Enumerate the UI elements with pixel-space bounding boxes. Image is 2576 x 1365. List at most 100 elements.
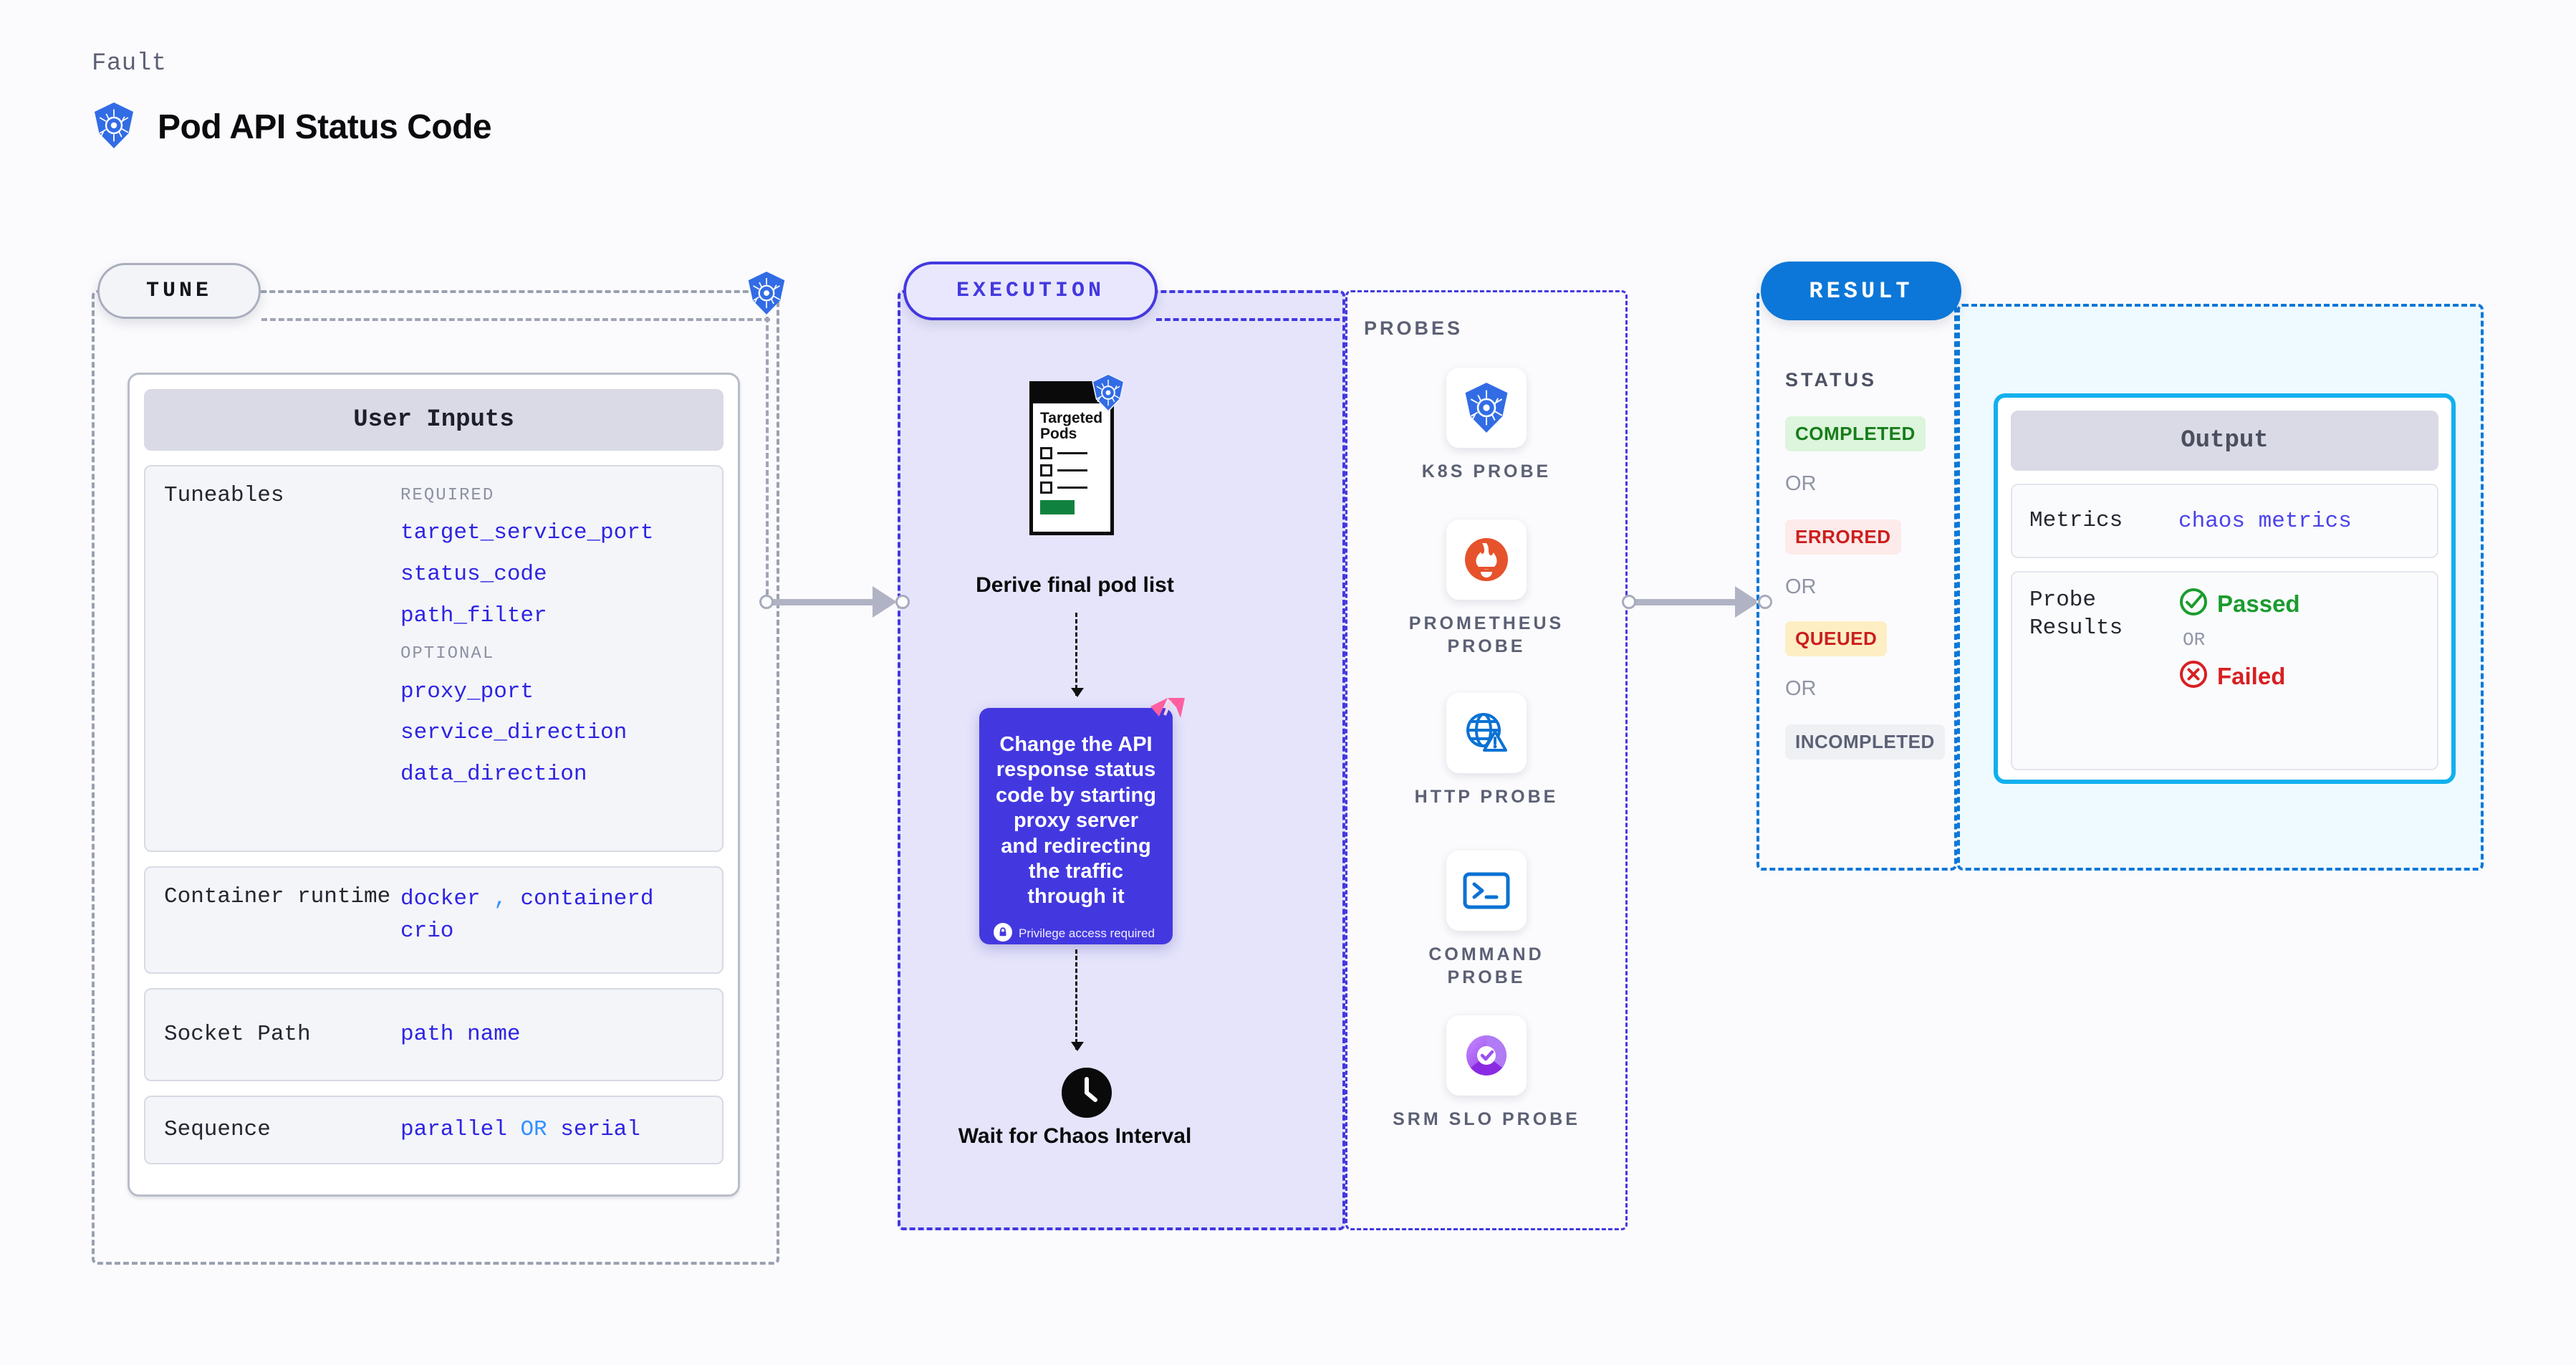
metrics-value[interactable]: chaos metrics xyxy=(2178,508,2352,534)
socket-path-label: Socket Path xyxy=(164,1021,311,1047)
failed-label: Failed xyxy=(2217,662,2286,689)
connector-dot-right xyxy=(895,595,910,609)
execution-pill[interactable]: EXECUTION xyxy=(903,262,1158,320)
runtime-separator: , xyxy=(494,886,507,911)
connector-bar xyxy=(1635,598,1738,605)
privilege-note: Privilege access required xyxy=(994,922,1158,945)
probe-results-row: Probe Results Passed OR Failed xyxy=(2011,571,2438,770)
tuneable-target-service-port[interactable]: target_service_port xyxy=(400,520,654,546)
title-row: Pod API Status Code xyxy=(92,102,492,153)
harness-icon xyxy=(1149,696,1186,734)
derive-final-pod-list-caption: Derive final pod list xyxy=(976,573,1174,597)
execution-dashed-connector xyxy=(1156,318,1348,321)
probe-results-label: Probe Results xyxy=(2029,588,2123,641)
status-badge-queued: QUEUED xyxy=(1785,621,1888,656)
metrics-label: Metrics xyxy=(2029,507,2123,533)
clock-icon xyxy=(1062,1068,1112,1121)
probe-prometheus[interactable]: PROMETHEUS PROBE xyxy=(1386,519,1587,658)
probe-results-values: Passed OR Failed xyxy=(2178,587,2300,693)
tuneables-values: REQUIRED target_service_port status_code… xyxy=(400,482,653,792)
probe-label: SRM SLO PROBE xyxy=(1393,1109,1580,1129)
user-inputs-title: User Inputs xyxy=(144,389,724,451)
socket-path-values: path name xyxy=(400,1017,520,1053)
runtime-containerd[interactable]: containerd xyxy=(520,886,654,911)
tune-pill[interactable]: TUNE xyxy=(97,263,261,319)
result-panel-border xyxy=(1756,290,1957,871)
lock-icon xyxy=(994,922,1012,945)
status-badge-incompleted: INCOMPLETED xyxy=(1785,724,1945,760)
srm-slo-donut-icon xyxy=(1446,1015,1527,1096)
result-pill[interactable]: RESULT xyxy=(1761,262,1961,320)
tune-dashed-connector xyxy=(261,318,770,321)
probe-result-failed: Failed xyxy=(2178,659,2300,693)
status-badge-errored: ERRORED xyxy=(1785,519,1901,555)
tuneable-data-direction[interactable]: data_direction xyxy=(400,761,587,787)
probe-results-or: OR xyxy=(2183,629,2206,651)
probe-http[interactable]: HTTP PROBE xyxy=(1386,693,1587,808)
status-or-2: OR xyxy=(1785,575,1817,598)
container-runtime-row: Container runtime docker , containerd cr… xyxy=(144,866,724,974)
targeted-pods-graphic: Targeted Pods xyxy=(1029,373,1125,535)
fault-eyebrow: Fault xyxy=(92,50,167,77)
targeted-pods-card: Targeted Pods xyxy=(1029,373,1125,535)
tuneable-service-direction[interactable]: service_direction xyxy=(400,720,628,746)
sequence-parallel[interactable]: parallel xyxy=(400,1117,507,1143)
socket-path-value[interactable]: path name xyxy=(400,1022,521,1048)
tune-vertical-dash xyxy=(766,317,769,603)
socket-path-row: Socket Path path name xyxy=(144,988,724,1081)
targeted-pods-item xyxy=(1040,482,1103,494)
status-badge-completed: COMPLETED xyxy=(1785,416,1926,451)
runtime-crio[interactable]: crio xyxy=(400,918,454,944)
tuneable-path-filter[interactable]: path_filter xyxy=(400,603,547,628)
page-title: Pod API Status Code xyxy=(158,108,492,146)
check-circle-icon xyxy=(2178,587,2209,621)
privilege-note-text: Privilege access required xyxy=(1019,926,1155,941)
probe-label: K8S PROBE xyxy=(1421,461,1552,482)
kubernetes-icon xyxy=(1446,368,1527,448)
list-line xyxy=(1057,469,1087,472)
probe-command[interactable]: COMMAND PROBE xyxy=(1386,851,1587,989)
optional-tag: OPTIONAL xyxy=(400,644,495,664)
tuneables-label: Tuneables xyxy=(164,483,284,508)
connector-arrowhead xyxy=(1735,586,1759,618)
probe-label: HTTP PROBE xyxy=(1414,787,1559,807)
container-runtime-values: docker , containerd crio xyxy=(400,883,653,948)
probe-srm-slo[interactable]: SRM SLO PROBE xyxy=(1386,1015,1587,1131)
output-card: Output Metrics chaos metrics Probe Resul… xyxy=(1994,393,2456,784)
probe-label: COMMAND PROBE xyxy=(1428,944,1544,987)
sequence-or: OR xyxy=(520,1117,547,1143)
progress-bar-green xyxy=(1040,500,1075,515)
tuneable-proxy-port[interactable]: proxy_port xyxy=(400,679,534,704)
http-globe-warning-icon xyxy=(1446,693,1527,773)
probes-panel: PROBES K8S PROBE PROMETHEUS PROBE HTTP P… xyxy=(1345,290,1628,1230)
probe-result-passed: Passed xyxy=(2178,587,2300,621)
connector-execution-to-result xyxy=(1622,586,1772,618)
output-card-title: Output xyxy=(2011,411,2438,471)
status-title: STATUS xyxy=(1785,369,1877,391)
probe-label: PROMETHEUS PROBE xyxy=(1408,613,1565,656)
prometheus-icon xyxy=(1446,519,1527,600)
connector-dot-right xyxy=(1758,595,1772,609)
sequence-values: parallel OR serial xyxy=(400,1112,640,1148)
terminal-icon xyxy=(1446,851,1527,931)
sequence-label: Sequence xyxy=(164,1116,271,1142)
sequence-serial[interactable]: serial xyxy=(560,1117,640,1143)
arrow-derive-to-action xyxy=(1071,613,1084,697)
connector-arrowhead xyxy=(873,586,897,618)
targeted-pods-body: Targeted Pods xyxy=(1033,403,1110,515)
probes-title: PROBES xyxy=(1364,317,1464,339)
required-tag: REQUIRED xyxy=(400,486,495,505)
x-circle-icon xyxy=(2178,659,2209,693)
connector-dot-left xyxy=(1622,595,1636,609)
checkbox-icon xyxy=(1040,447,1052,460)
passed-label: Passed xyxy=(2217,590,2300,617)
connector-dot-left xyxy=(759,595,774,609)
status-or-1: OR xyxy=(1785,472,1817,495)
probe-k8s[interactable]: K8S PROBE xyxy=(1386,368,1587,483)
runtime-docker[interactable]: docker xyxy=(400,886,481,911)
wait-for-chaos-interval-caption: Wait for Chaos Interval xyxy=(958,1124,1192,1148)
action-description: Change the API response status code by s… xyxy=(996,733,1156,909)
connector-bar xyxy=(772,598,875,605)
tuneable-status-code[interactable]: status_code xyxy=(400,561,547,587)
checkbox-icon xyxy=(1040,482,1052,494)
